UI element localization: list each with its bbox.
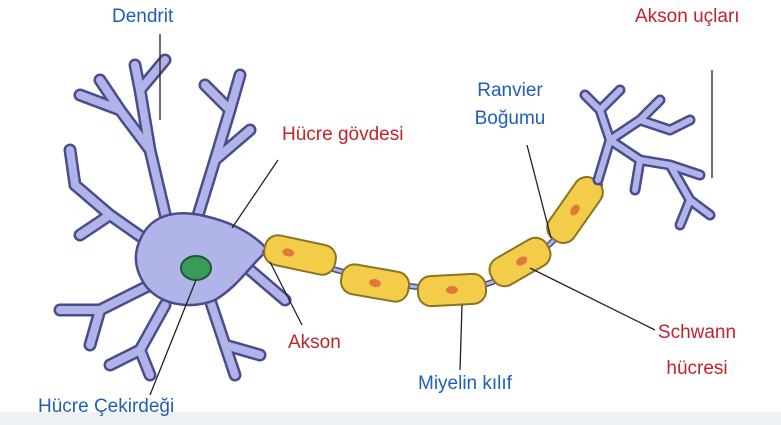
- schwann-cell: [262, 233, 339, 277]
- label-ranvier-line1: Ranvier: [465, 80, 555, 102]
- schwann-cell: [339, 262, 411, 303]
- label-miyelin-kilif: Miyelin kılıf: [418, 373, 512, 395]
- nucleus: [181, 256, 211, 280]
- label-ranvier: Ranvier Boğumu: [465, 80, 555, 130]
- label-ranvier-line2: Boğumu: [465, 108, 555, 130]
- label-hucre-govdesi: Hücre gövdesi: [282, 124, 403, 146]
- schwann-cell: [485, 233, 555, 291]
- myelin-sheath: [262, 172, 608, 307]
- label-hucre-cekirdegi: Hücre Çekirdeği: [38, 396, 174, 418]
- label-akson: Akson: [288, 332, 341, 354]
- label-dendrit: Dendrit: [112, 6, 173, 28]
- label-schwann-line1: Schwann: [642, 322, 752, 344]
- schwann-cell: [417, 273, 486, 307]
- axon-terminals: [585, 90, 710, 225]
- label-akson-uclari: Akson uçları: [635, 6, 740, 28]
- label-schwann: Schwann hücresi: [642, 322, 752, 380]
- label-schwann-line2: hücresi: [642, 358, 752, 380]
